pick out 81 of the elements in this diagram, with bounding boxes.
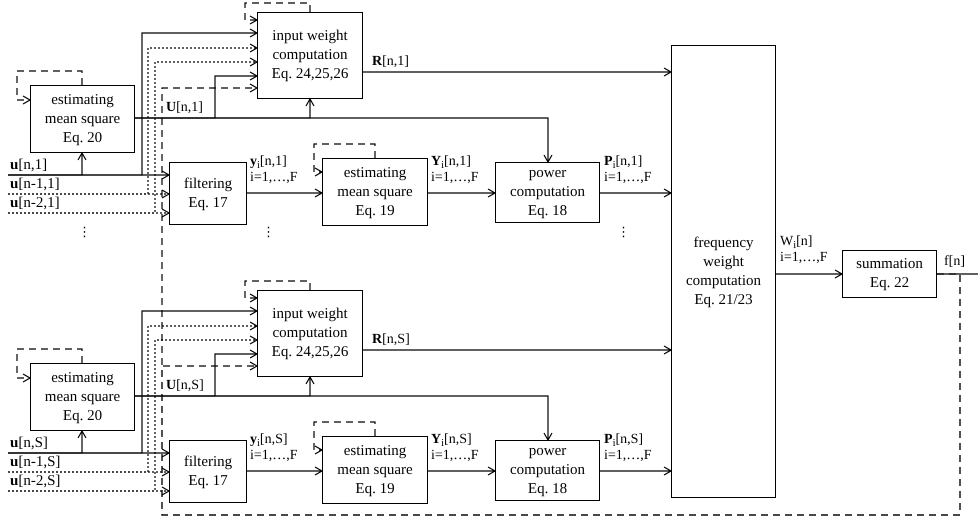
process-box: [842, 250, 937, 298]
process-label: estimating mean square: [44, 368, 122, 406]
equation-label: Eq. 20: [62, 128, 102, 148]
equation-label: Eq. 21/23: [694, 290, 753, 310]
process-box: [30, 363, 135, 431]
process-box: [671, 45, 776, 498]
edge-label: U[n,1]: [166, 100, 203, 116]
process-label: frequency weight computation: [685, 234, 762, 290]
signal-label: u[n-1,S]: [10, 454, 60, 471]
signal-label: u[n-1,1]: [10, 176, 60, 193]
arrow: [135, 395, 553, 441]
arrow: [363, 345, 672, 355]
arrow: [135, 117, 553, 163]
signal-label: u[n-2,1]: [10, 195, 60, 212]
arrow: [313, 421, 376, 455]
arrow: [776, 269, 843, 279]
arrow: [363, 67, 672, 77]
equation-label: Eq. 17: [188, 194, 228, 212]
arrow: [8, 335, 258, 492]
process-label: power computation: [509, 164, 586, 202]
arrow: [428, 466, 496, 476]
equation-label: Eq. 18: [528, 202, 568, 221]
edge-label: P$_{i}$[n,S] i=1,…,F: [604, 432, 653, 464]
edge-label: R[n,1]: [372, 54, 409, 70]
process-box: [30, 85, 135, 153]
arrow: [8, 57, 258, 214]
equation-label: Eq. 17: [188, 472, 228, 490]
process-box: [169, 162, 247, 225]
arrow: [600, 466, 672, 476]
arrow: [247, 466, 323, 476]
signal-label: u[n,1]: [10, 157, 48, 174]
arrow: [8, 28, 258, 176]
arrow: [244, 2, 311, 25]
process-box: [257, 290, 363, 377]
equation-label: Eq. 24,25,26: [272, 65, 348, 84]
arrow: [16, 70, 83, 105]
arrow: [600, 188, 672, 198]
arrow: [313, 143, 376, 177]
arrow: [247, 188, 323, 198]
arrow: [8, 43, 258, 195]
process-label: filtering: [184, 452, 232, 472]
process-label: summation: [856, 255, 923, 274]
ellipsis-label: ⋮: [262, 226, 275, 240]
arrow: [161, 273, 961, 516]
arrow: [428, 188, 496, 198]
arrow: [8, 321, 258, 473]
equation-label: Eq. 24,25,26: [272, 343, 348, 362]
process-box: [322, 436, 428, 504]
edge-label: y$_{i}$[n,1] i=1,…,F: [250, 154, 299, 186]
signal-label: u[n-2,S]: [10, 473, 60, 490]
process-label: input weight computation: [271, 305, 349, 343]
process-box: [495, 162, 600, 223]
arrow: [8, 306, 258, 454]
edge-label: R[n,S]: [372, 332, 410, 348]
edge-label: Y$_{i}$[n,S] i=1,…,F: [431, 432, 480, 464]
process-label: estimating mean square: [336, 164, 414, 202]
edge-label: W$_{i}$[n] i=1,…,F: [780, 234, 829, 266]
ellipsis-label: ⋮: [617, 226, 630, 240]
process-label: power computation: [509, 442, 586, 480]
arrow: [16, 348, 83, 383]
process-box: [322, 158, 428, 226]
equation-label: Eq. 22: [870, 274, 910, 293]
equation-label: Eq. 19: [355, 480, 395, 498]
edge-label: f[n]: [944, 254, 965, 270]
edge-label: Y$_{i}$[n,1] i=1,…,F: [431, 154, 480, 186]
equation-label: Eq. 19: [355, 202, 395, 220]
process-label: estimating mean square: [336, 442, 414, 480]
edge-label: U[n,S]: [166, 378, 204, 394]
equation-label: Eq. 20: [62, 406, 102, 426]
equation-label: Eq. 18: [528, 480, 568, 499]
edge-label: P$_{i}$[n,1] i=1,…,F: [604, 154, 653, 186]
edge-label: y$_{i}$[n,S] i=1,…,F: [250, 432, 299, 464]
process-label: input weight computation: [271, 27, 349, 65]
process-label: filtering: [184, 174, 232, 194]
process-box: [495, 440, 600, 501]
ellipsis-label: ⋮: [78, 226, 91, 240]
process-box: [257, 12, 363, 99]
arrow: [244, 280, 311, 303]
process-label: estimating mean square: [44, 90, 122, 128]
process-box: [169, 440, 247, 503]
signal-label: u[n,S]: [10, 435, 48, 452]
